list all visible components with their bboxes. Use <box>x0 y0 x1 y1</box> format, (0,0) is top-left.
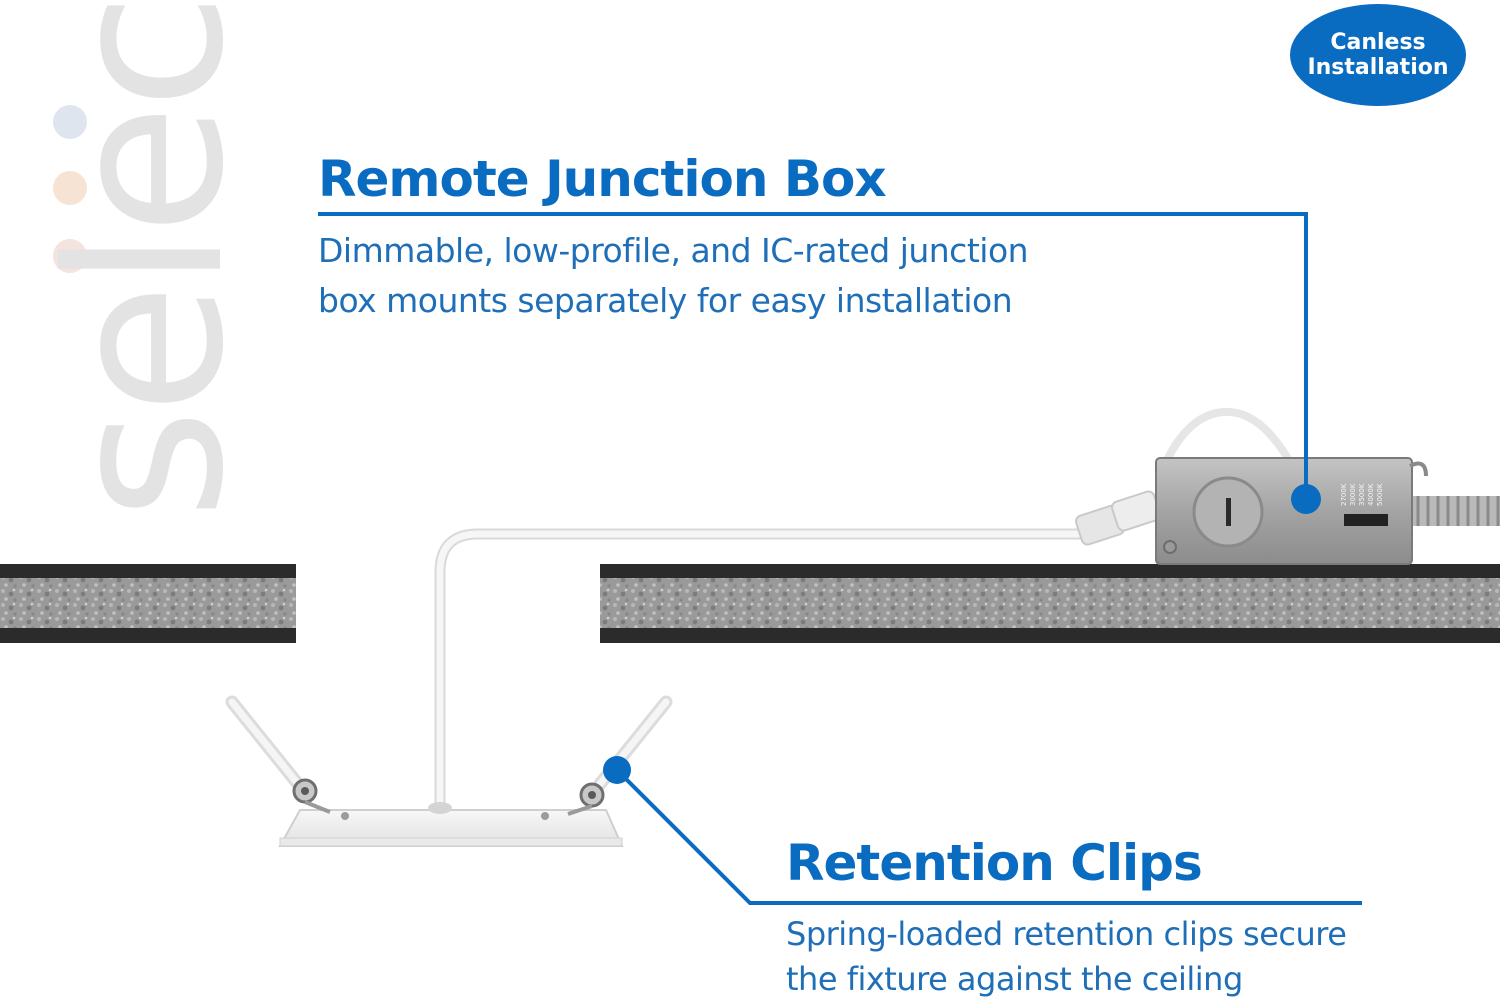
badge-line-2: Installation <box>1307 55 1449 80</box>
brand-wordmark: select <box>22 0 271 520</box>
cct-label: 5000K <box>1376 483 1384 506</box>
retention-clips-description: Spring-loaded retention clips secure the… <box>786 912 1347 1002</box>
cable-connector <box>1075 490 1161 546</box>
retention-clips-leader-dot <box>603 756 631 784</box>
junction-box-description-line-1: Dimmable, low-profile, and IC-rated junc… <box>318 231 1029 270</box>
junction-box-leader-dot <box>1291 484 1321 514</box>
brand-dot <box>53 105 87 139</box>
canless-installation-badge: Canless Installation <box>1290 4 1466 106</box>
flex-conduit <box>1404 496 1500 526</box>
connection-cable-highlight <box>436 530 1094 812</box>
cct-label: 4000K <box>1367 483 1375 506</box>
cct-label: 2700K <box>1340 483 1348 506</box>
cct-label: 3000K <box>1349 483 1357 506</box>
retention-clips-title: Retention Clips <box>786 834 1203 892</box>
ceiling-panel-right <box>600 564 1500 643</box>
junction-box-leader-line <box>318 212 1308 498</box>
junction-box-wire-loop <box>1160 407 1294 470</box>
junction-box-title: Remote Junction Box <box>318 150 887 208</box>
light-fixture <box>278 802 624 847</box>
retention-clips-description-line-1: Spring-loaded retention clips secure <box>786 915 1347 953</box>
brand-dot <box>53 171 87 205</box>
brand-dot <box>53 239 87 273</box>
junction-box-description-line-2: box mounts separately for easy installat… <box>318 281 1013 320</box>
ceiling-panel-left <box>0 564 296 643</box>
cct-label-group: 2700K 3000K 3500K 4000K 5000K <box>1340 483 1384 506</box>
retention-clips-description-line-2: the fixture against the ceiling <box>786 960 1243 998</box>
cct-label: 3500K <box>1358 483 1366 506</box>
junction-box <box>1155 457 1428 565</box>
retention-clip-left <box>225 695 331 814</box>
retention-clips-leader-line <box>615 768 1362 905</box>
badge-line-1: Canless <box>1330 29 1426 55</box>
junction-box-description: Dimmable, low-profile, and IC-rated junc… <box>318 226 1029 326</box>
